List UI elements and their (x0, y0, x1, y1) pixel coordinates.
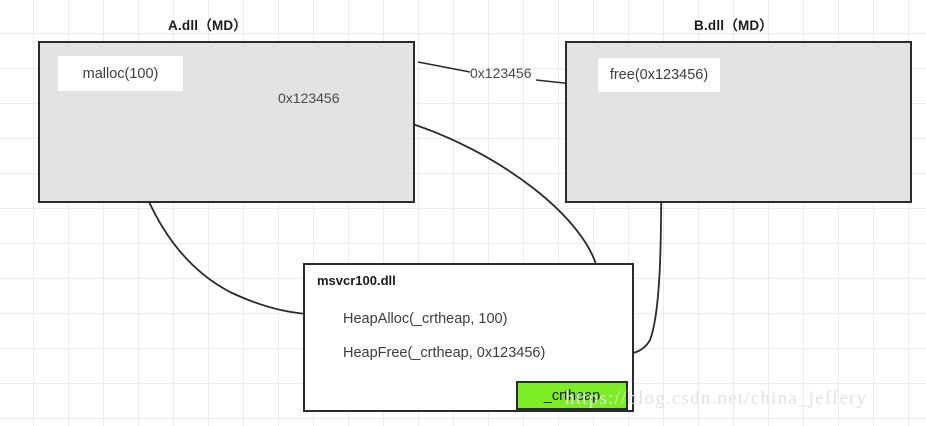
crt-line-heapfree[interactable]: HeapFree(_crtheap, 0x123456) (343, 345, 546, 361)
module-box-msvcr100: msvcr100.dll HeapAlloc(_crtheap, 100) He… (303, 263, 634, 412)
crt-line-heapalloc[interactable]: HeapAlloc(_crtheap, 100) (343, 311, 508, 327)
function-label-malloc[interactable]: malloc(100) (58, 56, 183, 91)
module-box-b-dll (565, 41, 912, 203)
edge-label-a-to-b: 0x123456 (470, 65, 532, 81)
heap-box-crtheap[interactable]: _crtheap (516, 381, 628, 410)
module-title-b-dll: B.dll（MD） (694, 18, 774, 33)
function-label-free[interactable]: free(0x123456) (598, 58, 720, 92)
edge-label-heapalloc-return: 0x123456 (278, 90, 340, 106)
module-title-a-dll: A.dll（MD） (168, 18, 248, 33)
watermark: https://blog.csdn.net/china_jeffery (565, 388, 868, 409)
module-title-msvcr100: msvcr100.dll (317, 273, 396, 288)
